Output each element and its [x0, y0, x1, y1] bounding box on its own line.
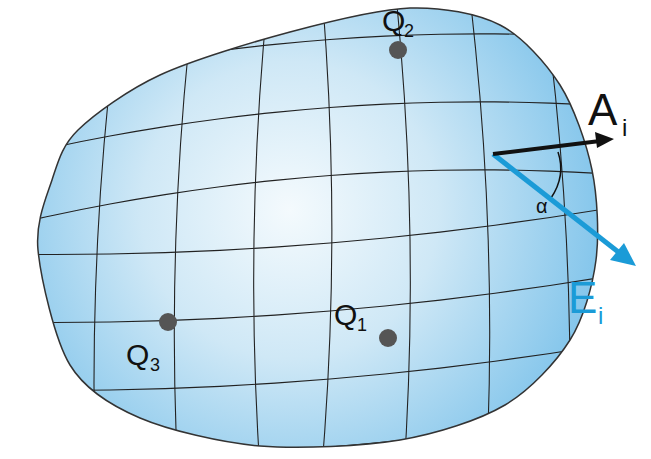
- subscript: i: [622, 116, 627, 140]
- grid-line: [470, 0, 489, 459]
- subscript: 1: [357, 316, 367, 334]
- charge-dot: [389, 41, 407, 59]
- field-vector-head: [610, 243, 636, 266]
- vector-label: A: [588, 88, 617, 132]
- grid-line: [174, 0, 193, 459]
- charge-label: Q: [126, 340, 149, 370]
- vector-label: E: [568, 276, 597, 320]
- area-vector-head: [595, 132, 614, 148]
- charge-dot: [379, 329, 397, 347]
- angle-arc: [551, 152, 561, 198]
- grid-line: [94, 0, 120, 459]
- angle-label: α: [536, 196, 548, 216]
- field-vector: [493, 154, 626, 258]
- charge-dot: [159, 313, 177, 331]
- grid-line: [321, 0, 332, 459]
- closed-surface: [38, 8, 598, 447]
- subscript: i: [598, 304, 603, 328]
- surface-outline: [38, 8, 598, 447]
- area-vector: [493, 141, 600, 154]
- grid-line: [0, 102, 651, 159]
- grid-line: [0, 267, 651, 322]
- grid-line: [618, 0, 651, 459]
- subscript: 3: [150, 356, 160, 374]
- subscript: 2: [404, 22, 414, 40]
- charge-label: Q: [382, 6, 405, 36]
- grid-line: [397, 0, 411, 459]
- grid-line: [13, 0, 46, 459]
- grid-line: [254, 0, 268, 459]
- charge-label: Q: [334, 300, 357, 330]
